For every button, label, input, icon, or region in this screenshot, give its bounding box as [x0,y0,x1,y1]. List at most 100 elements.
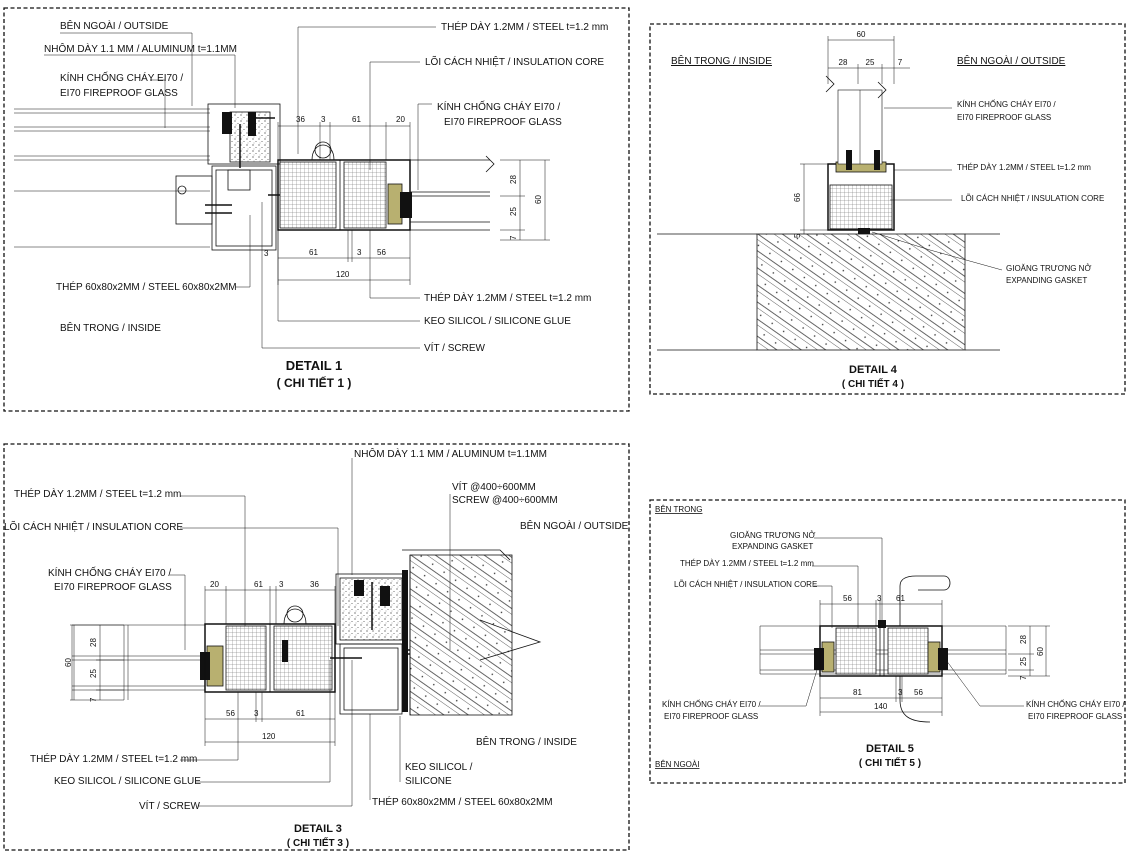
detail-3-door-leaf [200,605,336,693]
detail-5-gasket-label-1: GIOĂNG TRƯƠNG NỞ [730,531,815,540]
detail-3-dim-36: 36 [310,580,319,589]
detail-5-dim-56b: 56 [914,688,923,697]
detail-4-insulation-core [829,184,893,230]
detail-3-dim-3b: 3 [254,709,259,718]
detail-4-title: DETAIL 4 [849,364,898,376]
detail-4-dim-7: 7 [898,58,903,67]
detail-1-outside-label: BÊN NGOÀI / OUTSIDE [60,19,169,32]
detail-5-steel-label: THÉP DÀY 1.2MM / STEEL t=1.2 mm [680,559,814,568]
detail-3-title: DETAIL 3 [294,823,342,835]
detail-4-insulation-label: LÕI CÁCH NHIỆT / INSULATION CORE [961,194,1104,203]
detail-1-glass-label-2: EI70 FIREPROOF GLASS [60,88,178,99]
detail-4-dim-5: 5 [793,233,802,238]
detail-4-steel-label: THÉP DÀY 1.2MM / STEEL t=1.2 mm [957,163,1091,172]
detail-3-silicone-left-label: KEO SILICOL / SILICONE GLUE [54,776,201,787]
detail-3-filler [339,577,403,641]
detail-3-dim-3: 3 [279,580,284,589]
detail-3-insulation-label: LÕI CÁCH NHIỆT / INSULATION CORE [4,520,183,533]
detail-5-outside-label: BÊN NGOÀI [655,760,699,769]
detail-3-dim-7: 7 [89,697,98,702]
detail-1-glass-right-label-2: EI70 FIREPROOF GLASS [444,117,562,128]
detail-5-dimensions: 56 3 61 81 3 56 140 28 25 7 60 [819,594,1050,716]
detail-3-dim-61: 61 [254,580,263,589]
detail-4-gasket-label-1: GIOĂNG TRƯƠNG NỞ [1006,264,1091,273]
detail-1-dim-120: 120 [336,270,350,279]
detail-3-dim-25: 25 [89,669,98,678]
detail-4-inside-label: BÊN TRONG / INSIDE [671,54,772,67]
detail-3-silicone-right-label-2: SILICONE [405,776,452,787]
detail-5-glass-right-label-2: EI70 FIREPROOF GLASS [1028,712,1122,721]
detail-1-door-leaf [277,141,495,231]
detail-4-expanding-gasket [858,228,870,234]
detail-3-subtitle: ( CHI TIẾT 3 ) [287,836,349,849]
detail-5-dim-3b: 3 [898,688,903,697]
detail-4-dim-25: 25 [866,58,875,67]
detail-1-dim-56: 56 [377,248,386,257]
detail-4-glass-label-2: EI70 FIREPROOF GLASS [957,113,1051,122]
detail-5-insulation-core-2 [887,627,929,675]
detail-3-glass-label-2: EI70 FIREPROOF GLASS [54,582,172,593]
detail-5-dim-60: 60 [1036,647,1045,656]
detail-1-left-glazing [14,108,210,248]
detail-1-steel-profile-label: THÉP 60x80x2MM / STEEL 60x80x2MM [56,280,237,293]
detail-4-door-section [825,75,895,234]
detail-5-expanding-gasket [878,620,886,628]
detail-3-outside-label: BÊN NGOÀI / OUTSIDE [520,519,629,532]
detail-1-dim-20: 20 [396,115,405,124]
detail-1-dim-25: 25 [509,207,518,216]
detail-4: 60 28 25 7 66 5 BÊN TRONG / INSIDE BÊN N… [649,23,1126,395]
detail-4-dim-28: 28 [839,58,848,67]
detail-1-frame-section [175,103,292,251]
detail-3-glass-label-1: KÍNH CHỐNG CHÁY EI70 / [48,565,171,579]
detail-3-left-glazing [71,624,205,700]
detail-5-dim-28: 28 [1019,635,1028,644]
detail-5-glass-left-label-2: EI70 FIREPROOF GLASS [664,712,758,721]
detail-1-gasket [387,183,403,225]
detail-3-screw-top-label-2: SCREW @400÷600MM [452,495,558,506]
detail-1-dim-gap: 3 [264,249,269,258]
detail-5-dim-81: 81 [853,688,862,697]
detail-3-wall [409,554,513,716]
detail-1-steel-top-label: THÉP DÀY 1.2MM / STEEL t=1.2 mm [441,20,608,33]
detail-5-glazing [759,625,1007,675]
detail-5-glass-left-label-1: KÍNH CHỐNG CHÁY EI70 / [662,699,761,709]
detail-1-dim-3: 3 [321,115,326,124]
detail-1-dim-61: 61 [352,115,361,124]
detail-1-insulation-core-2 [343,161,387,229]
detail-3-dim-28: 28 [89,638,98,647]
detail-3-silicone-right-label-1: KEO SILICOL / [405,762,473,773]
detail-3-steel-top-label: THÉP DÀY 1.2MM / STEEL t=1.2 mm [14,487,181,500]
detail-1-insulation-label: LÕI CÁCH NHIỆT / INSULATION CORE [425,55,604,68]
detail-1-insulation-core [279,161,337,229]
detail-3-screw-label: VÍT / SCREW [139,799,200,812]
detail-1-dim-61b: 61 [309,248,318,257]
detail-3-frame-section [330,570,490,715]
detail-5-dim-25: 25 [1019,657,1028,666]
detail-1-dim-3b: 3 [357,248,362,257]
detail-5: 56 3 61 81 3 56 140 28 25 7 60 [649,499,1126,784]
detail-3-steel-bottom-label: THÉP DÀY 1.2MM / STEEL t=1.2 mm [30,752,197,765]
detail-3-insulation-core [225,625,267,691]
detail-1-glass-right-label-1: KÍNH CHỐNG CHÁY EI70 / [437,99,560,113]
detail-3-dim-20: 20 [210,580,219,589]
detail-1-dimensions: 36 3 61 20 61 3 56 120 3 28 25 7 60 [264,115,550,285]
detail-4-outside-label: BÊN NGOÀI / OUTSIDE [957,54,1066,67]
detail-1-dim-60: 60 [534,195,543,204]
detail-4-subtitle: ( CHI TIẾT 4 ) [842,377,904,390]
detail-4-frame [649,23,1126,395]
detail-1-silicone-label: KEO SILICOL / SILICONE GLUE [424,316,571,327]
detail-4-leaders [871,107,1003,271]
detail-5-dim-61: 61 [896,594,905,603]
detail-3-leaders [170,458,451,807]
detail-3-dimensions: 20 61 3 36 56 3 61 120 28 25 7 60 [64,580,336,746]
detail-1-title: DETAIL 1 [286,358,343,373]
detail-5-gasket-label-2: EXPANDING GASKET [732,542,813,551]
detail-5-leaders [760,537,1024,707]
detail-3-steel-profile-label: THÉP 60x80x2MM / STEEL 60x80x2MM [372,795,553,808]
detail-1-inside-label: BÊN TRONG / INSIDE [60,321,161,334]
detail-5-dim-56: 56 [843,594,852,603]
detail-3-dim-60: 60 [64,658,73,667]
detail-1-leaders [44,26,436,349]
detail-1-steel-bottom-label: THÉP DÀY 1.2MM / STEEL t=1.2 mm [424,291,591,304]
